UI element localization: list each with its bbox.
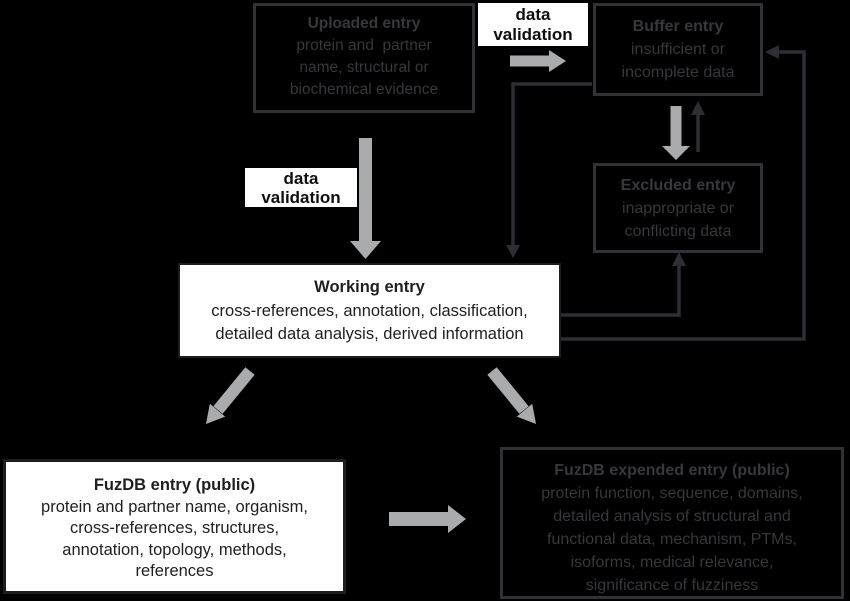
fuzdb-expanded-entry-line: functional data, mechanism, PTMs, <box>547 531 797 548</box>
gray-arrowhead-fuzdb-to-expanded <box>448 505 466 533</box>
data-validation-label-top-line1: data <box>515 5 551 24</box>
data-validation-label-left: data validation <box>245 168 357 207</box>
excluded-entry-line: conflicting data <box>624 223 732 240</box>
fuzdb-entry-box: FuzDB entry (public) protein and partner… <box>3 459 346 594</box>
data-validation-label-left-line2: validation <box>261 188 341 207</box>
fuzdb-expanded-entry-line: isoforms, medical relevance, <box>570 554 774 571</box>
gray-arrowhead-buffer-to-excluded <box>662 146 690 160</box>
buffer-entry-box: Buffer entry insufficient or incomplete … <box>593 3 763 96</box>
fuzdb-entry-line: protein and partner name, organism, <box>41 497 308 516</box>
buffer-entry-line: insufficient or <box>631 41 725 58</box>
working-entry-line: detailed data analysis, derived informat… <box>215 325 524 343</box>
fuzdb-expanded-entry-line: protein function, sequence, domains, <box>541 485 803 502</box>
working-entry-title: Working entry <box>314 278 425 296</box>
fuzdb-entry-line: annotation, topology, methods, <box>62 540 287 559</box>
uploaded-entry-title: Uploaded entry <box>307 15 421 32</box>
fuzdb-expanded-entry-line: detailed analysis of structural and <box>553 508 791 525</box>
arrowhead-excluded-to-buffer <box>691 101 705 115</box>
uploaded-entry-line: name, structural or <box>299 59 429 76</box>
fuzdb-expanded-entry-line: significance of fuzziness <box>585 577 759 594</box>
working-entry-box: Working entry cross-references, annotati… <box>178 263 561 358</box>
data-validation-label-left-line1: data <box>283 169 319 188</box>
arrowhead-buffer-to-working <box>506 245 520 258</box>
uploaded-entry-line: protein and partner <box>296 37 432 54</box>
buffer-entry-line: incomplete data <box>621 64 735 81</box>
data-validation-label-top-line2: validation <box>493 25 573 44</box>
uploaded-entry-line: biochemical evidence <box>289 81 439 98</box>
working-entry-line: cross-references, annotation, classifica… <box>211 301 528 320</box>
gray-arrowhead-validation-to-buffer <box>549 50 566 72</box>
excluded-entry-line: inappropriate or <box>621 200 735 217</box>
arrowhead-working-to-excluded <box>672 252 686 266</box>
fuzdb-entry-line: cross-references, structures, <box>69 519 280 537</box>
gray-arrowhead-working-to-expanded <box>516 403 536 424</box>
arrow-working-to-excluded <box>561 264 681 317</box>
uploaded-entry-box: Uploaded entry protein and partner name,… <box>253 3 475 113</box>
arrow-working-to-buffer-loop <box>561 50 806 341</box>
excluded-entry-box: Excluded entry inappropriate or conflict… <box>593 163 763 253</box>
arrow-buffer-to-working <box>511 82 592 247</box>
arrowhead-working-to-buffer-loop <box>765 45 779 59</box>
excluded-entry-title: Excluded entry <box>620 177 736 194</box>
gray-arrowhead-working-to-fuzdb <box>206 403 226 424</box>
buffer-entry-title: Buffer entry <box>632 18 724 35</box>
data-validation-label-top: data validation <box>478 3 588 46</box>
fuzdb-expanded-entry-box: FuzDB expended entry (public) protein fu… <box>500 447 844 599</box>
fuzdb-entry-line: references <box>135 562 214 580</box>
fuzdb-expanded-entry-title: FuzDB expended entry (public) <box>554 462 790 479</box>
gray-arrow-working-to-expanded <box>487 367 529 414</box>
gray-arrowhead-uploaded-to-working <box>350 241 381 259</box>
fuzdb-entry-title: FuzDB entry (public) <box>93 476 256 494</box>
gray-arrow-working-to-fuzdb <box>213 367 255 414</box>
